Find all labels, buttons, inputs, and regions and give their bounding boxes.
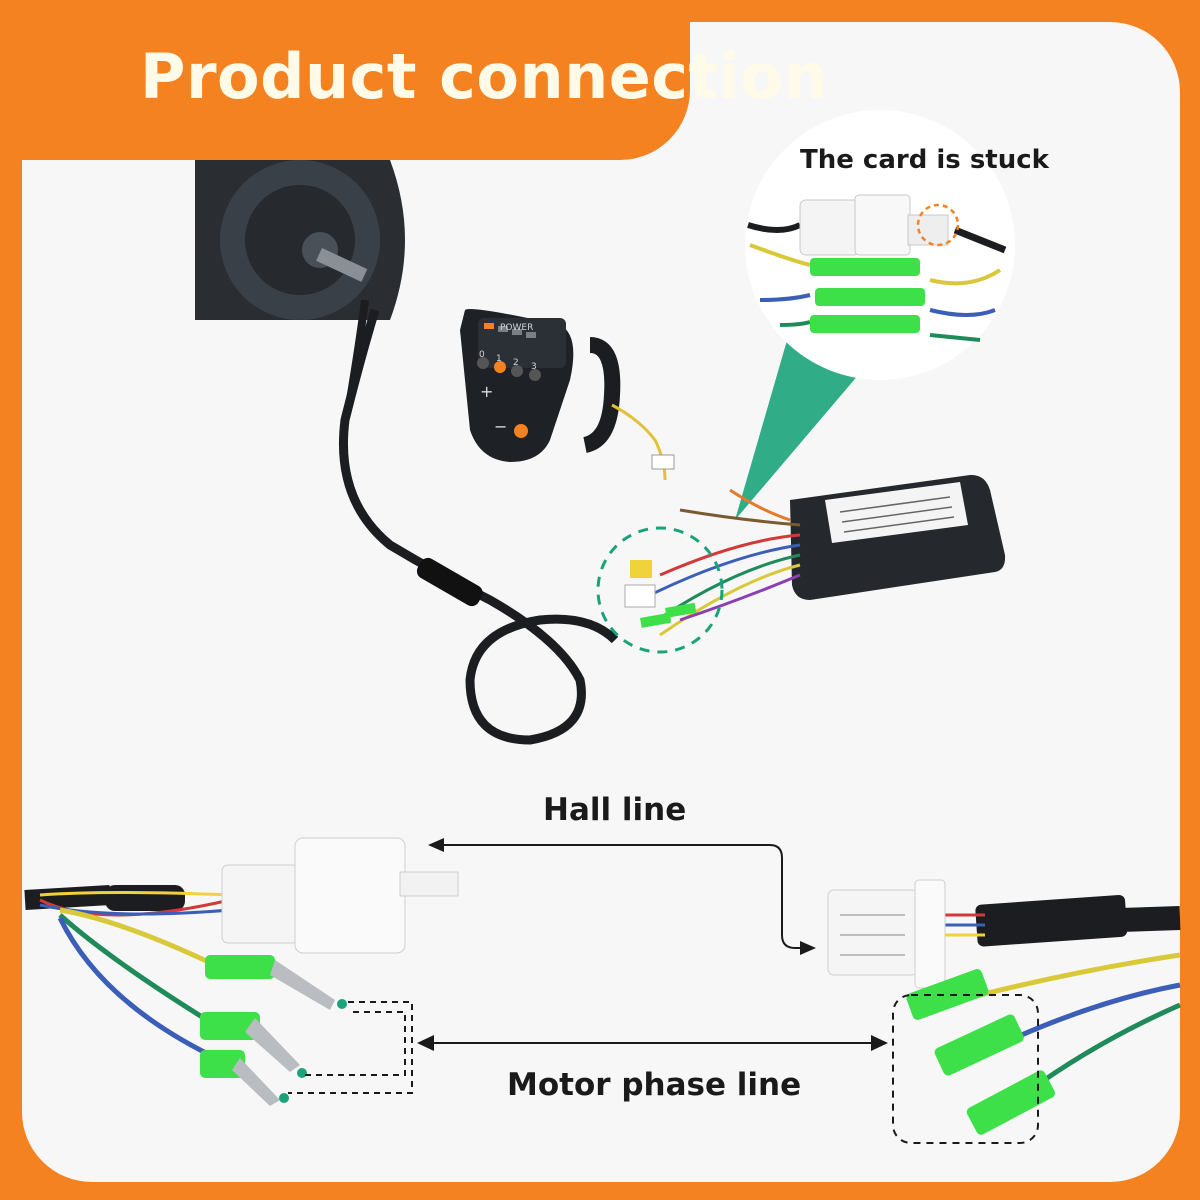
controller-small-connector [630,560,652,578]
controller-phase-bracket [892,994,1039,1144]
hub-motor-icon [195,160,405,401]
display-level-number: 3 [531,362,537,372]
display-level-number: 2 [513,358,519,368]
motor-phase-terminals [200,955,347,1106]
display-level-number: 1 [496,354,502,364]
controller-wire-bundle [639,488,801,637]
display-plus: + [480,382,493,401]
display-brand-text: POWER [500,323,533,333]
motor-cable [338,308,619,745]
cable-sleeve [416,557,483,607]
controller-phase-terminal [665,602,697,618]
display-level-number: 0 [479,350,485,360]
connection-highlight-circle [596,526,724,654]
controller-box-icon [790,474,1006,600]
motor-phase-line-label: Motor phase line [507,1067,802,1103]
display-minus: − [494,417,507,436]
callout-terminal-green [810,315,920,333]
power-display-icon: POWER + − [460,309,675,481]
page-title: Product connection [140,40,829,113]
controller-phase-sockets [906,969,1056,1135]
controller-hall-plug [827,879,946,989]
controller-hall-connector [624,584,656,608]
title-tab [0,0,690,160]
motor-hall-connector [221,837,459,954]
hall-arrow-head-left [428,838,444,852]
motor-side-wiring [24,885,231,1058]
hall-line-label: Hall line [543,792,687,828]
callout-terminal-blue [815,288,925,306]
phase-line-arrow [417,1035,888,1051]
callout-terminal-yellow [810,258,920,276]
hall-line-arrow [432,844,810,949]
controller-phase-terminal [640,612,672,628]
hall-arrow-head-right [800,941,816,955]
controller-side-wiring [940,894,1182,1093]
motor-phase-bracket [288,1001,413,1094]
callout-connector [747,194,1007,342]
callout-title: The card is stuck [800,145,1049,175]
